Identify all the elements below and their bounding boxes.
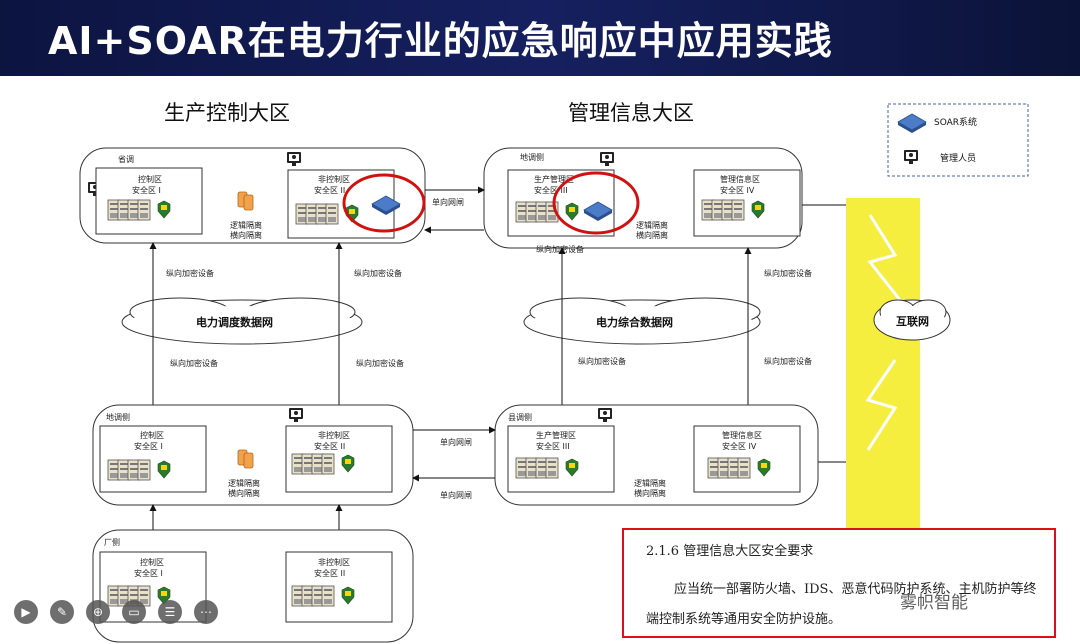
section-title-production: 生产控制大区 <box>164 101 290 125</box>
zone-label: 安全区 II <box>314 441 345 451</box>
zone-label: 安全区 I <box>134 441 163 451</box>
zone-box-1 <box>99 425 207 493</box>
encrypt-label: 纵向加密设备 <box>578 356 626 366</box>
isolation-label: 逻辑隔离 <box>228 478 260 488</box>
subtitle-icon[interactable]: ☰ <box>158 600 182 624</box>
region-label: 省调 <box>118 154 134 164</box>
zone-label: 安全区 I <box>134 568 163 578</box>
more-icon[interactable]: ⋯ <box>194 600 218 624</box>
isolation-label: 横向隔离 <box>634 488 666 498</box>
one-way-label: 单向网闸 <box>432 197 464 207</box>
integrated-network-cloud: 电力综合数据网 <box>523 297 761 345</box>
zone-label: 安全区 II <box>314 568 345 578</box>
encrypt-label: 纵向加密设备 <box>536 244 584 254</box>
note-line-2: 端控制系统等通用安全防护设施。 <box>646 612 842 627</box>
dispatch-network-cloud: 电力调度数据网 <box>121 297 363 345</box>
zone-label: 控制区 <box>140 557 164 567</box>
encrypt-label: 纵向加密设备 <box>356 358 404 368</box>
legend-admin-label: 管理人员 <box>940 152 976 164</box>
play-icon[interactable]: ▶ <box>14 600 38 624</box>
isolation-label: 逻辑隔离 <box>230 220 262 230</box>
isolation-icon <box>237 191 254 211</box>
encrypt-label: 纵向加密设备 <box>764 268 812 278</box>
isolation-label: 逻辑隔离 <box>634 478 666 488</box>
encrypt-label: 纵向加密设备 <box>166 268 214 278</box>
zoom-icon[interactable]: ⊕ <box>86 600 110 624</box>
highlight-circle <box>342 173 426 233</box>
dispatch-network-label: 电力调度数据网 <box>196 315 273 329</box>
region-label: 县调侧 <box>508 412 532 422</box>
isolation-label: 横向隔离 <box>636 230 668 240</box>
zone-label: 管理信息区 <box>720 174 760 184</box>
internet-cloud: 互联网 <box>873 299 951 341</box>
isolation-label: 逻辑隔离 <box>636 220 668 230</box>
one-way-label: 单向网闸 <box>440 437 472 447</box>
integrated-network-label: 电力综合数据网 <box>596 315 673 329</box>
page-title: AI+SOAR在电力行业的应急响应中应用实践 <box>48 19 833 63</box>
encrypt-label: 纵向加密设备 <box>764 356 812 366</box>
zone-label: 生产管理区 <box>536 430 576 440</box>
zone-label: 安全区 IV <box>720 185 755 195</box>
note-heading: 2.1.6 管理信息大区安全要求 <box>646 544 814 559</box>
network-diagram: 生产控制大区 管理信息大区 SOAR系统 管理人员 省调 控制区 安全区 I 非… <box>79 101 1029 643</box>
internet-label: 互联网 <box>896 314 929 328</box>
region-label: 地调侧 <box>520 152 544 162</box>
lightning-band <box>846 198 920 590</box>
zone-label: 控制区 <box>138 174 162 184</box>
section-title-management: 管理信息大区 <box>568 101 694 125</box>
zone-label: 安全区 I <box>132 185 161 195</box>
zone-label: 安全区 IV <box>722 441 757 451</box>
note-line-1: 应当统一部署防火墙、IDS、恶意代码防护系统、主机防护等终 <box>674 582 1037 597</box>
zone-label: 非控制区 <box>318 557 350 567</box>
zone-label: 管理信息区 <box>722 430 762 440</box>
header-bar: AI+SOAR在电力行业的应急响应中应用实践 <box>0 0 1080 76</box>
isolation-label: 横向隔离 <box>230 230 262 240</box>
zone-label: 安全区 III <box>534 185 568 195</box>
zone-label: 生产管理区 <box>534 174 574 184</box>
zone-label: 控制区 <box>140 430 164 440</box>
watermark: 雾帜智能 <box>900 593 968 613</box>
presentation-toolbar: ▶ ✎ ⊕ ▭ ☰ ⋯ <box>14 600 218 624</box>
region-label: 地调侧 <box>106 412 130 422</box>
pen-icon[interactable]: ✎ <box>50 600 74 624</box>
legend: SOAR系统 管理人员 <box>887 103 1029 177</box>
zone-label: 安全区 II <box>314 185 345 195</box>
isolation-icon <box>237 449 254 469</box>
zone-label: 非控制区 <box>318 174 350 184</box>
legend-soar-label: SOAR系统 <box>934 116 977 128</box>
encrypt-label: 纵向加密设备 <box>170 358 218 368</box>
highlight-circle <box>552 171 640 235</box>
isolation-label: 横向隔离 <box>228 488 260 498</box>
encrypt-label: 纵向加密设备 <box>354 268 402 278</box>
slides-icon[interactable]: ▭ <box>122 600 146 624</box>
region-label: 厂侧 <box>104 537 120 547</box>
zone-label: 安全区 III <box>536 441 570 451</box>
zone-label: 非控制区 <box>318 430 350 440</box>
requirement-note: 2.1.6 管理信息大区安全要求 应当统一部署防火墙、IDS、恶意代码防护系统、… <box>622 528 1056 638</box>
one-way-label: 单向网闸 <box>440 490 472 500</box>
